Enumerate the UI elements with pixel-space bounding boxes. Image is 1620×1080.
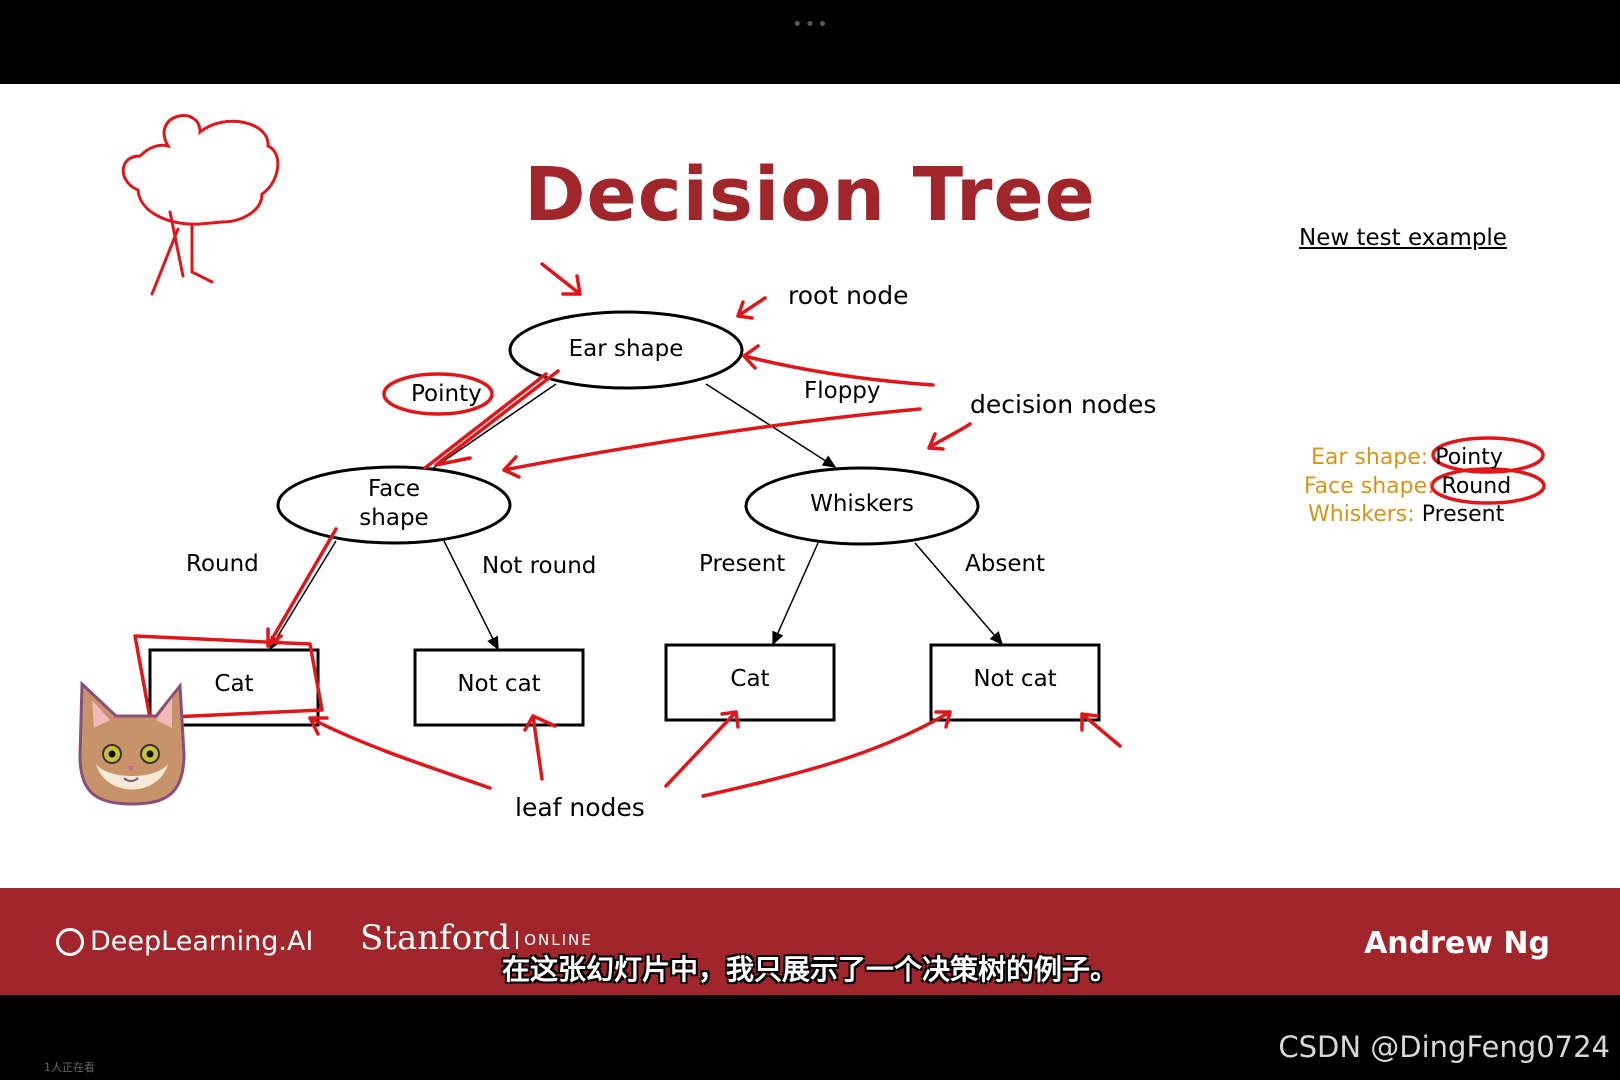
annotation-decision-nodes: decision nodes xyxy=(970,390,1156,419)
face-shape-node-label-line1: Face xyxy=(294,476,494,502)
edge-face-round xyxy=(270,541,336,649)
leaf-arrow-1 xyxy=(310,718,490,788)
edge-label-round: Round xyxy=(186,551,259,577)
test-attr-key: Face shape: xyxy=(1304,474,1442,499)
leaf-arrow-5 xyxy=(1082,714,1120,746)
annotation-root-node: root node xyxy=(788,281,908,310)
test-attr-value: Present xyxy=(1422,502,1505,527)
video-top-bar: ••• xyxy=(0,0,1620,84)
leaf1-label: Cat xyxy=(150,671,318,697)
test-attr-face-shape: Face shape: Round xyxy=(1304,474,1511,499)
edge-label-pointy: Pointy xyxy=(411,381,482,407)
arrow-round-path xyxy=(268,529,336,646)
leaf-arrow-4 xyxy=(703,712,950,796)
slide: Decision Tree New test example xyxy=(0,84,1620,888)
root-node-label: Ear shape xyxy=(526,336,726,362)
leaf4-label: Not cat xyxy=(931,666,1099,692)
whiskers-node-label: Whiskers xyxy=(762,491,962,517)
test-attr-value: Round xyxy=(1442,474,1512,499)
edge-label-absent: Absent xyxy=(965,551,1045,577)
edge-label-present: Present xyxy=(699,551,785,577)
test-attr-key: Ear shape: xyxy=(1311,445,1435,470)
leaf2-label: Not cat xyxy=(415,671,583,697)
arrow-decision-to-whiskers xyxy=(929,424,970,449)
test-attr-whiskers: Whiskers: Present xyxy=(1308,502,1504,527)
video-subtitle: 在这张幻灯片中，我只展示了一个决策树的例子。 xyxy=(0,948,1620,988)
leaf-arrow-3 xyxy=(666,712,738,786)
test-attr-key: Whiskers: xyxy=(1308,502,1422,527)
stanford-online-text: ONLINE xyxy=(516,931,593,949)
test-attr-ear-shape: Ear shape: Pointy xyxy=(1311,445,1503,470)
viewer-count: 1人正在看 xyxy=(44,1059,95,1075)
face-shape-node-label-line2: shape xyxy=(294,505,494,531)
edge-label-floppy: Floppy xyxy=(804,378,881,404)
annotation-leaf-nodes: leaf nodes xyxy=(515,793,645,822)
leaf3-label: Cat xyxy=(666,666,834,692)
cat-icon xyxy=(80,684,184,804)
arrow-to-root-top xyxy=(542,264,580,294)
arrow-root-node-label xyxy=(738,298,765,318)
more-options-icon[interactable]: ••• xyxy=(792,14,830,35)
csdn-watermark: CSDN @DingFeng0724 xyxy=(1278,1030,1610,1064)
tree-sketch-icon xyxy=(123,116,278,294)
edge-label-not-round: Not round xyxy=(482,553,596,579)
test-attr-value: Pointy xyxy=(1435,445,1503,470)
